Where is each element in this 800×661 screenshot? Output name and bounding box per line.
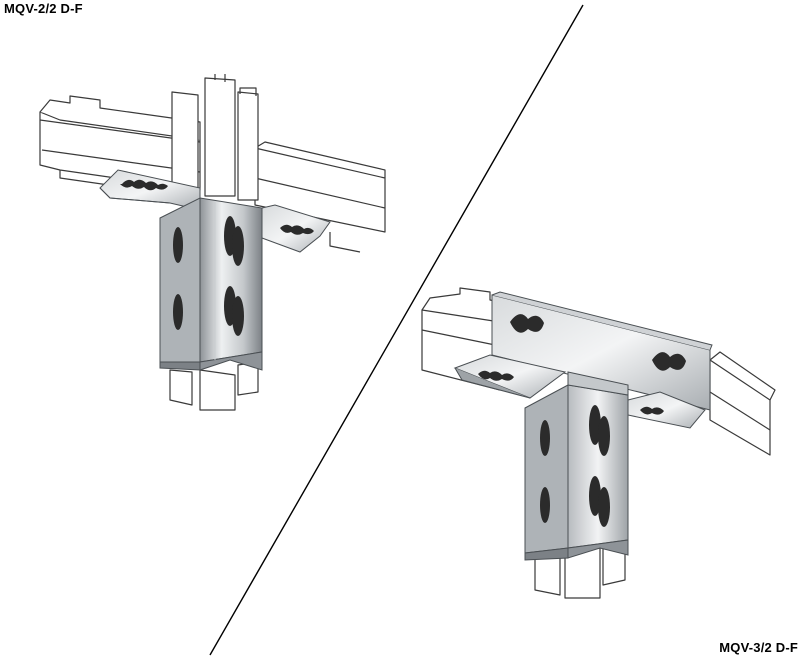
product-label-mqv-3-2-d-f: MQV-3/2 D-F xyxy=(719,640,798,655)
right-connector-backplate xyxy=(491,291,713,411)
slot-hole xyxy=(280,224,314,235)
right-connector-slots xyxy=(540,405,610,527)
slot-hole xyxy=(598,487,610,527)
slot-hole xyxy=(510,314,544,333)
divider-line xyxy=(209,4,584,656)
slot-hole xyxy=(173,227,183,263)
right-connector-body xyxy=(524,371,629,561)
right-connector-flange-right xyxy=(627,391,706,429)
left-connector-flange-left xyxy=(99,169,201,211)
slot-hole xyxy=(589,405,601,445)
slot-hole xyxy=(232,226,244,266)
product-label-mqv-2-2-d-f: MQV-2/2 D-F xyxy=(4,1,83,16)
slot-hole xyxy=(232,296,244,336)
left-connector-slots xyxy=(173,216,244,336)
slot-hole xyxy=(540,420,550,456)
right-connector-flange-left xyxy=(453,354,567,399)
slot-hole xyxy=(478,370,514,381)
slot-hole xyxy=(173,294,183,330)
slot-hole xyxy=(640,406,664,415)
slot-hole xyxy=(589,476,601,516)
left-connector-body xyxy=(159,197,263,371)
left-vertical-channel xyxy=(169,74,259,411)
slot-hole xyxy=(540,487,550,523)
slot-hole xyxy=(598,416,610,456)
slot-hole xyxy=(652,352,686,371)
left-connector-flange-right xyxy=(261,204,331,253)
slot-hole xyxy=(120,179,168,191)
